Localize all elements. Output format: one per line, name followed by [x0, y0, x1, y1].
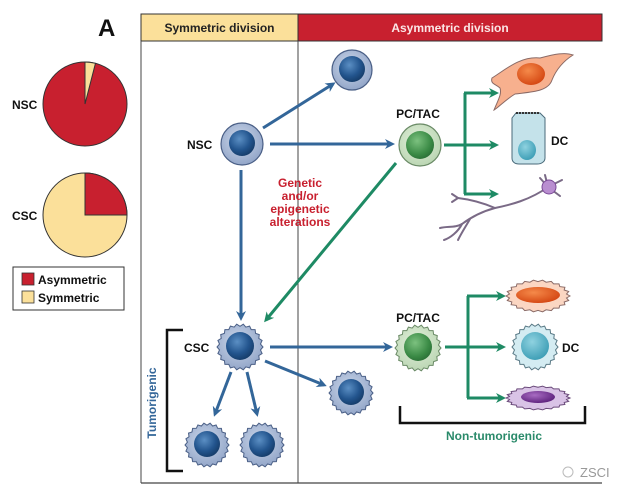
label-csc: CSC [184, 341, 210, 355]
non-tumorigenic-label: Non-tumorigenic [446, 429, 542, 443]
pie-csc-asymmetric-slice [84, 172, 128, 216]
pie-nsc: NSC [12, 61, 128, 147]
header-asymmetric-label: Asymmetric division [391, 21, 508, 35]
cell-nsc-daughter [331, 49, 373, 91]
watermark-icon [562, 466, 574, 478]
cell-csc-daughter-right-nucleus [338, 379, 364, 405]
cell-pctac-top [398, 123, 442, 167]
pie-nsc-label: NSC [12, 98, 38, 112]
watermark-text: ZSCI [580, 465, 610, 480]
label-dc-top: DC [551, 134, 569, 148]
spiky-cells [184, 279, 572, 468]
neuron-soma [541, 179, 557, 195]
cell-csc-daughter-middle [239, 422, 285, 468]
arrow-csc-to-csc-middle [245, 371, 261, 417]
cell-csc [216, 323, 264, 371]
legend-swatch-asymmetric [21, 272, 35, 286]
alteration-text: Genetic and/or epigenetic alterations [270, 176, 331, 229]
cell-nsc [220, 122, 264, 166]
blue-arrows [212, 82, 395, 417]
pie-csc: CSC [12, 172, 128, 258]
label-pctac-bottom: PC/TAC [396, 311, 440, 325]
cell-orange-differentiated-nucleus [516, 287, 560, 303]
cell-pctac-bottom-nucleus [404, 333, 432, 361]
cell-purple-differentiated-nucleus [521, 391, 555, 403]
green-arrows [264, 88, 506, 403]
legend-label-symmetric: Symmetric [38, 291, 100, 305]
header-symmetric [140, 13, 299, 42]
tumorigenic-bracket [165, 328, 183, 473]
watermark: ZSCI [562, 465, 610, 480]
pie-csc-label: CSC [12, 209, 38, 223]
arrow-csc-to-csc-right [264, 359, 327, 387]
alteration-line-2: and/or [282, 189, 319, 203]
cell-csc-daughter-right [328, 370, 374, 416]
arrow-csc-to-csc-left [212, 371, 233, 417]
cell-fibroblast [491, 53, 575, 112]
cell-teal-differentiated-nucleus [521, 332, 549, 360]
alteration-line-1: Genetic [278, 176, 322, 190]
label-nsc: NSC [187, 138, 213, 152]
header-asymmetric [297, 13, 603, 42]
pie-nsc-symmetric-slice [84, 61, 97, 105]
legend-label-asymmetric: Asymmetric [38, 273, 107, 287]
non-tumorigenic-bracket [398, 406, 587, 425]
cell-purple-differentiated [504, 385, 572, 411]
header-symmetric-label: Symmetric division [164, 21, 274, 35]
panel-label: A [98, 15, 115, 42]
cell-teal-differentiated [511, 323, 559, 371]
cell-orange-differentiated [504, 279, 572, 313]
cell-pctac-bottom [394, 324, 442, 372]
cell-csc-nucleus [226, 332, 254, 360]
arrow-pctac-to-csc [264, 162, 398, 323]
arrow-nsc-to-nsc [262, 82, 336, 130]
legend: Asymmetric Symmetric [12, 266, 125, 311]
tumorigenic-label: Tumorigenic [145, 367, 159, 438]
alteration-line-3: epigenetic [270, 202, 330, 216]
alteration-line-4: alterations [270, 215, 331, 229]
legend-swatch-symmetric [21, 290, 35, 304]
cell-csc-daughter-middle-nucleus [249, 431, 275, 457]
cell-columnar [511, 112, 546, 165]
cell-csc-daughter-left-nucleus [194, 431, 220, 457]
label-pctac-top: PC/TAC [396, 107, 440, 121]
label-dc-bottom: DC [562, 341, 580, 355]
cell-csc-daughter-left [184, 422, 230, 468]
